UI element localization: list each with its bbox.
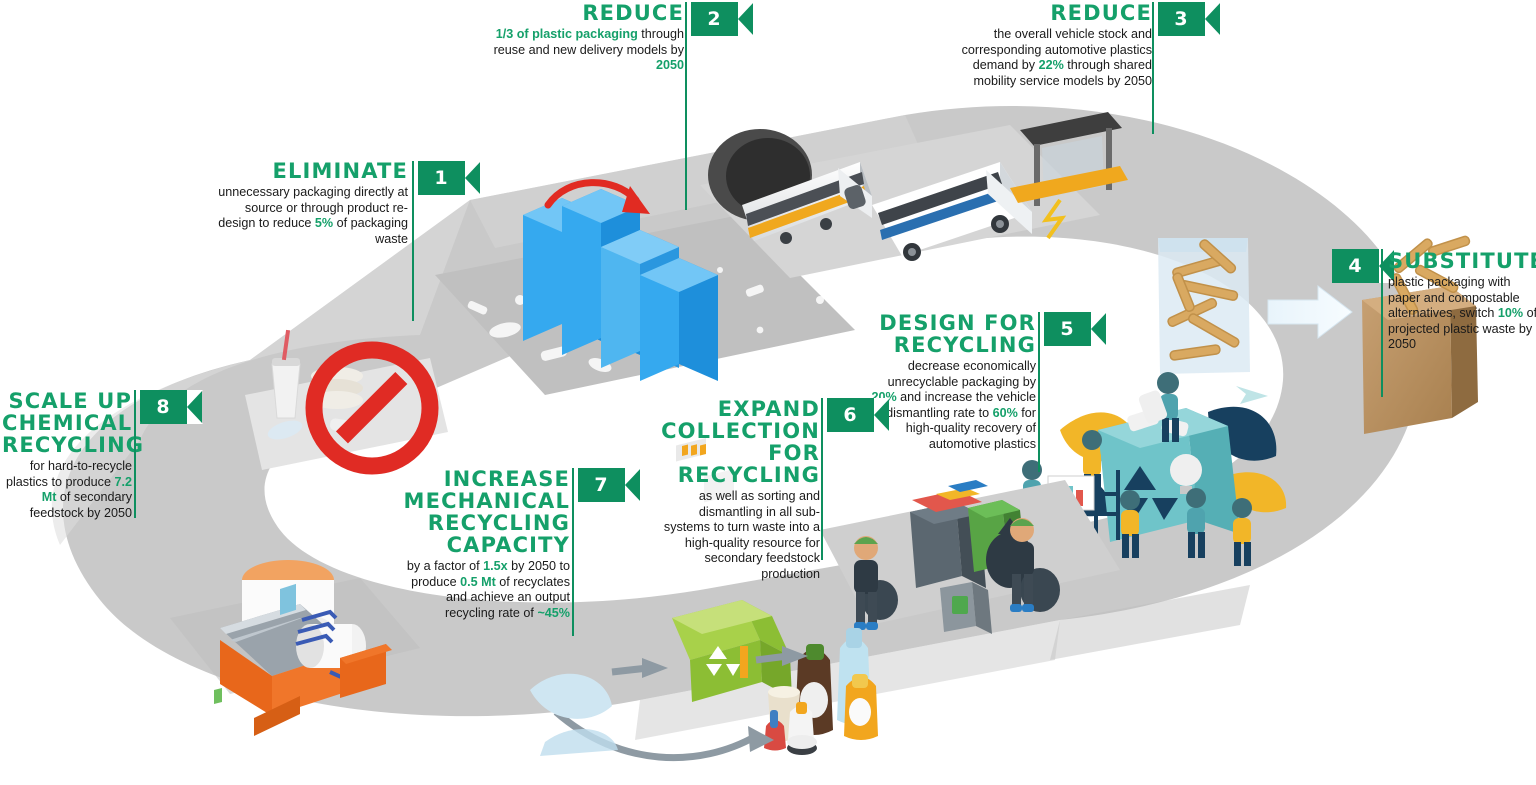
fast-food-waste-scene xyxy=(245,329,448,475)
step-number-2: 2 xyxy=(707,8,721,30)
step-number-4: 4 xyxy=(1348,255,1362,277)
flag-pole-6 xyxy=(821,398,823,560)
bus-shelter xyxy=(1010,112,1128,206)
callout-2-heading: REDUCE xyxy=(582,1,684,25)
packaging-waste-scene xyxy=(435,179,855,395)
person-yellow xyxy=(1120,490,1140,558)
worker-left xyxy=(854,536,878,630)
callout-5: DESIGN FOR RECYCLING decrease economical… xyxy=(866,312,1036,453)
step-badge-1[interactable]: 1 xyxy=(418,161,481,195)
person-with-leaf xyxy=(1232,498,1252,566)
chemical-recycling-scene xyxy=(170,560,420,736)
callout-4-body: plastic packaging with paper and compost… xyxy=(1388,275,1536,352)
callout-4-heading: SUBSTITUTE xyxy=(1388,249,1536,273)
callout-5-body: decrease economically unrecyclable packa… xyxy=(871,359,1036,451)
public-transport-scene xyxy=(700,112,1128,278)
callout-7: INCREASE MECHANICAL RECYCLING CAPACITY b… xyxy=(398,468,570,621)
person-reaching xyxy=(1186,488,1206,558)
paper-substitute-scene xyxy=(1158,235,1478,434)
step-number-6: 6 xyxy=(843,404,857,426)
flag-pole-8 xyxy=(134,390,136,518)
waste-collection-scene xyxy=(820,480,1120,634)
callout-6: EXPAND COLLECTION FOR RECYCLING as well … xyxy=(655,398,820,583)
step-badge-2[interactable]: 2 xyxy=(691,2,754,36)
step-number-7: 7 xyxy=(594,474,608,496)
callout-6-body: as well as sorting and dismantling in al… xyxy=(663,489,820,581)
callout-8-body: for hard-to-recycle plastics to produce … xyxy=(5,459,132,520)
city-bus xyxy=(872,162,1032,261)
paper-bag xyxy=(1362,235,1478,434)
step-badge-8[interactable]: 8 xyxy=(140,390,203,424)
step-badge-6[interactable]: 6 xyxy=(827,398,890,432)
mechanical-recycling-scene xyxy=(530,437,878,762)
step-badge-4[interactable]: 4 xyxy=(1332,249,1395,283)
step-badge-7[interactable]: 7 xyxy=(578,468,641,502)
tram xyxy=(742,162,872,244)
worker-right xyxy=(1010,518,1034,612)
callout-2: REDUCE 1/3 of plastic packaging through … xyxy=(488,2,684,74)
plastic-containers xyxy=(764,628,878,755)
flag-pole-7 xyxy=(572,468,574,636)
callout-8-heading: SCALE UP CHEMICAL RECYCLING xyxy=(2,389,145,457)
callout-7-body: by a factor of 1.5x by 2050 to produce 0… xyxy=(406,559,570,620)
person-on-bin xyxy=(1138,372,1179,442)
callout-1: ELIMINATE unnecessary packaging directly… xyxy=(218,160,408,247)
callout-6-heading: EXPAND COLLECTION FOR RECYCLING xyxy=(661,397,820,487)
flag-pole-2 xyxy=(685,2,687,210)
callout-2-body: 1/3 of plastic packaging through reuse a… xyxy=(493,27,684,73)
callout-1-body: unnecessary packaging directly at source… xyxy=(218,185,408,246)
step-number-1: 1 xyxy=(434,167,448,189)
step-badge-5[interactable]: 5 xyxy=(1044,312,1107,346)
callout-4: SUBSTITUTE plastic packaging with paper … xyxy=(1388,250,1536,353)
callout-3: REDUCE the overall vehicle stock and cor… xyxy=(930,2,1152,89)
callout-3-heading: REDUCE xyxy=(1050,1,1152,25)
flag-pole-4 xyxy=(1381,249,1383,397)
step-number-5: 5 xyxy=(1060,318,1074,340)
flag-pole-3 xyxy=(1152,2,1154,134)
reduction-arrow xyxy=(544,179,650,214)
callout-3-body: the overall vehicle stock and correspond… xyxy=(961,27,1152,88)
callout-8: SCALE UP CHEMICAL RECYCLING for hard-to-… xyxy=(2,389,145,521)
step-badge-3[interactable]: 3 xyxy=(1158,2,1221,36)
callout-7-heading: INCREASE MECHANICAL RECYCLING CAPACITY xyxy=(403,467,570,557)
flag-pole-1 xyxy=(412,161,414,321)
prohibition-sign xyxy=(305,341,439,475)
plastic-fries-packet xyxy=(1158,238,1250,374)
callout-1-heading: ELIMINATE xyxy=(272,159,408,183)
bar-chart-3d xyxy=(523,189,718,381)
step-number-3: 3 xyxy=(1174,8,1188,30)
callout-5-heading: DESIGN FOR RECYCLING xyxy=(879,311,1036,357)
step-number-8: 8 xyxy=(156,396,170,418)
transform-arrow xyxy=(1267,284,1353,340)
flag-pole-5 xyxy=(1038,312,1040,472)
